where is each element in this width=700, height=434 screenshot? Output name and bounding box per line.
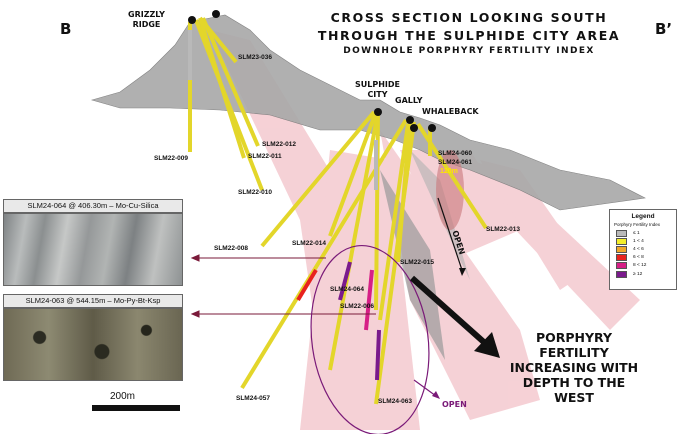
intercept-label: 120m <box>440 168 458 175</box>
peak-label-grizzly: GRIZZLY RIDGE <box>128 10 165 29</box>
drillhole-slm22-012 <box>201 17 260 147</box>
hole-label-slm22-015: SLM22-015 <box>400 259 434 266</box>
legend-label: 1 < 4 <box>633 238 644 244</box>
drillhole-extra <box>378 123 410 321</box>
legend-item: ≤ 1 <box>616 229 676 237</box>
legend-swatch <box>616 262 627 270</box>
core-photo-1 <box>3 213 183 286</box>
peak-label-gally: GALLY <box>395 96 423 105</box>
legend-item: 1 < 4 <box>616 237 676 245</box>
hole-label-slm22-010: SLM22-010 <box>238 189 272 196</box>
legend-label: ≤ 1 <box>633 230 640 236</box>
band-red-1 <box>296 268 318 302</box>
corner-label-b-prime: B’ <box>655 20 673 38</box>
peak-label-sulphide: SULPHIDE CITY <box>355 80 400 99</box>
peak-label-whaleback: WHALEBACK <box>422 107 479 116</box>
title-line-1: CROSS SECTION LOOKING SOUTH <box>330 10 608 25</box>
legend-subtitle: Porphyry Fertility Index <box>614 222 661 227</box>
hole-label-slm24-060: SLM24-060 <box>438 150 472 157</box>
hole-label-slm24-064: SLM24-064 <box>330 286 364 293</box>
legend-swatch <box>616 254 627 262</box>
core-photo-caption-2: SLM24-063 @ 544.15m – Mo-Py-Bt-Ksp <box>3 294 183 308</box>
hole-label-slm22-012: SLM22-012 <box>262 141 296 148</box>
drill-holes <box>188 16 488 405</box>
legend-item: 8 < 12 <box>616 262 676 270</box>
legend-label: 4 < 6 <box>633 246 644 252</box>
fertility-trend-arrow <box>410 275 500 358</box>
open-label-lower: OPEN <box>442 400 467 409</box>
band-purple-1 <box>338 261 352 301</box>
photo-arrows <box>190 254 376 318</box>
legend-label: 8 < 12 <box>633 263 647 269</box>
highlight-ellipse <box>310 244 430 434</box>
hole-label-slm22-011: SLM22-011 <box>248 153 282 160</box>
band-purple-2 <box>375 329 381 381</box>
hole-label-slm23-036: SLM23-036 <box>238 54 272 61</box>
legend-swatch <box>616 270 627 278</box>
legend-item: 6 < 8 <box>616 254 676 262</box>
drillhole-slm22-010 <box>194 19 264 191</box>
drillhole-slm24-063 <box>374 121 416 405</box>
corner-label-b: B <box>60 20 72 38</box>
collars <box>188 10 436 132</box>
intercept-zone <box>436 150 464 230</box>
legend-swatch <box>616 229 627 237</box>
drillhole-slm24-064 <box>328 111 380 371</box>
drillhole-slm22-014 <box>328 111 378 237</box>
conclusion-text: PORPHYRY FERTILITY INCREASING WITH DEPTH… <box>509 330 639 405</box>
hole-label-slm24-063: SLM24-063 <box>378 398 412 405</box>
hole-label-slm22-013: SLM22-013 <box>486 226 520 233</box>
legend-swatch <box>616 237 627 245</box>
hole-label-slm24-057: SLM24-057 <box>236 395 270 402</box>
legend: Legend Porphyry Fertility Index ≤ 1 1 < 4… <box>609 209 677 290</box>
legend-label: ≥ 12 <box>633 271 643 277</box>
hole-label-slm24-061: SLM24-061 <box>438 159 472 166</box>
hole-label-slm22-014: SLM22-014 <box>292 240 326 247</box>
legend-item: 4 < 6 <box>616 245 676 253</box>
drillhole-slm22-013 <box>416 122 488 230</box>
title-line-2: THROUGH THE SULPHIDE CITY AREA <box>317 28 621 43</box>
band-magenta-1 <box>364 269 374 331</box>
drillhole-slm24-057 <box>240 118 408 390</box>
legend-label: 6 < 8 <box>633 255 644 261</box>
drillhole-slm22-008 <box>260 110 376 248</box>
legend-item: ≥ 12 <box>616 270 676 278</box>
scale-bar <box>92 405 180 411</box>
scale-label: 200m <box>110 391 136 402</box>
title-line-3: DOWNHOLE PORPHYRY FERTILITY INDEX <box>343 46 595 56</box>
core-photo-caption-1: SLM24-064 @ 406.30m – Mo-Cu-Silica <box>3 199 183 213</box>
core-photo-2 <box>3 308 183 381</box>
open-arrows <box>413 197 466 399</box>
hole-label-slm22-008: SLM22-008 <box>214 245 248 252</box>
hole-label-slm22-006: SLM22-006 <box>340 303 374 310</box>
legend-swatch <box>616 245 627 253</box>
legend-title: Legend <box>631 213 655 220</box>
hole-label-slm22-009: SLM22-009 <box>154 155 188 162</box>
